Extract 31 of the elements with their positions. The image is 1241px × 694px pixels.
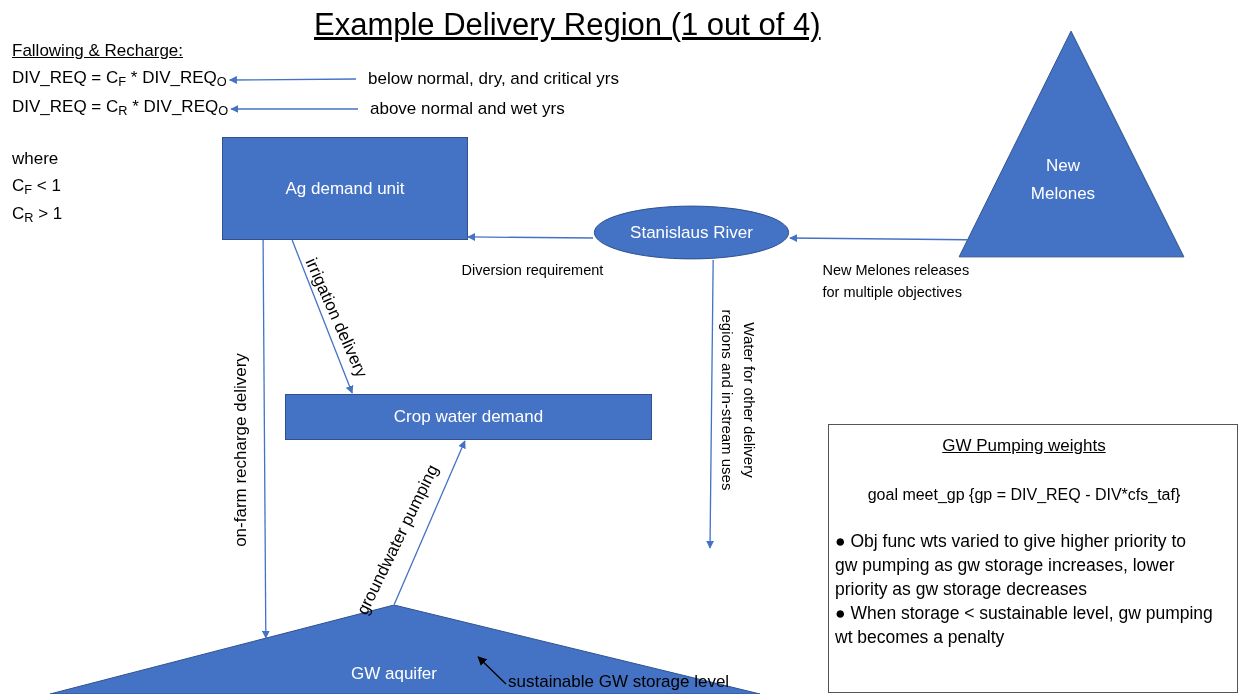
section-heading: Fallowing & Recharge: — [12, 40, 184, 62]
panel-heading: GW Pumping weights — [941, 435, 1107, 457]
leader-arrow — [477, 656, 507, 685]
equation-text: DIV_REQ = C$_{R}$ * DIV_REQ$_{O}$ — [12, 96, 229, 118]
condition-text: below normal, dry, and critical yrs — [368, 68, 619, 90]
arrow — [789, 234, 968, 243]
condition-text: C$_{F}$ < 1 — [12, 175, 61, 197]
formula-text: goal meet_gp {gp = DIV_REQ - DIV*cfs_taf} — [866, 484, 1182, 505]
bullet-text: ● When storage < sustainable level, gw pumping wt becomes a penalty — [835, 601, 1213, 649]
arrow — [393, 440, 466, 606]
diagram-title: Example Delivery Region (1 out of 4) — [314, 6, 821, 44]
arrow — [261, 239, 270, 639]
process-box: Ag demand unit — [222, 137, 468, 240]
condition-text: above normal and wet yrs — [370, 98, 565, 120]
river-ellipse: Stanislaus River — [593, 205, 790, 260]
condition-text: C$_{R}$ > 1 — [12, 203, 63, 225]
note-panel — [828, 424, 1238, 693]
arrow — [706, 259, 715, 549]
arrow — [291, 239, 354, 394]
arrow — [467, 232, 594, 241]
bullet-text: ● Obj func wts varied to give higher priority to gw pumping as gw storage increases, lower priority as gw storage decreases — [835, 529, 1187, 601]
process-box: Crop water demand — [285, 394, 652, 440]
edge-label: New Melones releases for multiple objectives — [822, 261, 971, 302]
equation-text: DIV_REQ = C$_{F}$ * DIV_REQ$_{O}$ — [12, 67, 227, 89]
note-text: where — [12, 148, 59, 170]
edge-label: on-farm recharge delivery — [230, 352, 251, 549]
edge-label: Diversion requirement — [461, 261, 605, 280]
reservoir-triangle: New Melones — [958, 30, 1185, 258]
edge-label: Water for other delivery regions and in-stream uses — [718, 308, 759, 493]
arrow — [230, 105, 359, 113]
arrow — [228, 75, 357, 84]
